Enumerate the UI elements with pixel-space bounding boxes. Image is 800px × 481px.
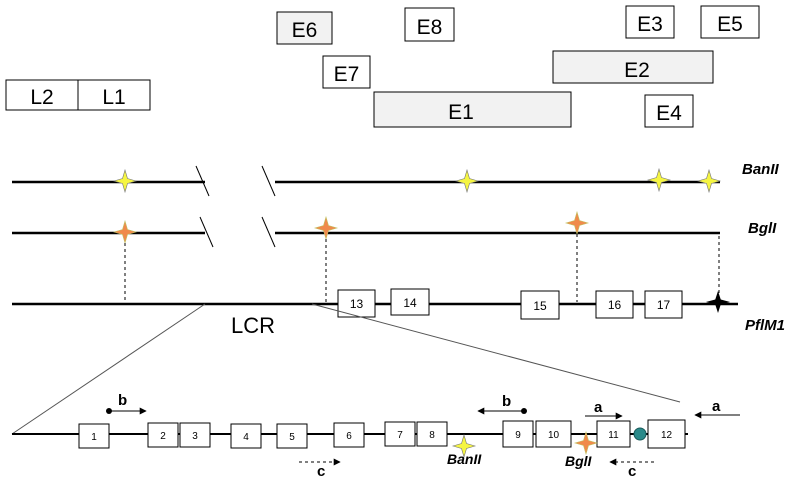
lcr-label: LCR [231, 313, 275, 338]
svg-text:c: c [317, 463, 325, 480]
svg-text:13: 13 [350, 297, 364, 311]
lcr-fragment-4: 4 [230, 423, 262, 449]
lcr-fragment-9: 9 [502, 420, 534, 448]
bglI-site-marker [113, 220, 137, 244]
banII-map-line: BanII [12, 161, 780, 197]
lcr-fragment-7: 7 [384, 421, 416, 447]
inset-bglI-label: BglI [565, 453, 593, 469]
inset-bglI-site-marker [574, 431, 598, 455]
orf-e7: E7 [322, 55, 371, 89]
pfiM1-map-line: 13 14 15 16 17 PflM1 LCR [12, 288, 785, 338]
bglI-site-marker [565, 211, 589, 235]
orf-e6: E6 [276, 11, 333, 45]
svg-text:12: 12 [661, 430, 673, 441]
main-fragment-17: 17 [644, 290, 683, 319]
svg-text:17: 17 [657, 298, 671, 312]
orf-e8-label: E8 [417, 16, 443, 39]
bglI-site-marker [314, 216, 338, 240]
lcr-fragment-1: 1 [78, 423, 110, 449]
banII-site-marker [455, 169, 479, 193]
orf-e6-label: E6 [292, 19, 318, 42]
svg-text:a: a [594, 399, 603, 416]
inset-banII-label: BanII [447, 451, 482, 467]
primer-c-forward: c [299, 458, 341, 480]
pfiM1-site-marker [705, 291, 731, 313]
svg-text:10: 10 [548, 430, 560, 441]
lcr-fragment-8: 8 [416, 421, 448, 447]
lcr-zoom-lines [11, 303, 681, 435]
primer-a-reverse: a [694, 398, 740, 419]
svg-text:1: 1 [91, 432, 97, 443]
svg-text:15: 15 [533, 299, 547, 313]
bglI-map-line: BglI [12, 211, 777, 248]
svg-text:c: c [628, 463, 636, 480]
orf-e4-label: E4 [656, 102, 682, 125]
orf-e4: E4 [644, 94, 694, 128]
lcr-fragment-12: 12 [647, 419, 686, 449]
svg-text:4: 4 [243, 432, 249, 443]
orf-l2: L2 [5, 79, 79, 111]
orf-e7-label: E7 [334, 63, 360, 86]
main-fragment-16: 16 [595, 290, 634, 319]
orf-e5: E5 [700, 5, 760, 39]
svg-text:3: 3 [192, 431, 198, 442]
orf-e1-label: E1 [448, 101, 474, 124]
orf-e3-label: E3 [637, 13, 663, 36]
svg-text:2: 2 [160, 431, 166, 442]
main-fragment-13: 13 [337, 289, 376, 318]
lcr-fragment-5: 5 [276, 423, 308, 449]
orf-l2-label: L2 [30, 86, 53, 109]
lcr-fragment-2: 2 [147, 422, 179, 448]
primer-b-reverse: b [477, 393, 527, 415]
orf-e2-label: E2 [624, 59, 650, 82]
primer-c-reverse: c [609, 458, 654, 480]
dashed-connectors [124, 234, 720, 302]
svg-text:a: a [712, 398, 721, 415]
primer-b-forward: b [106, 392, 147, 415]
svg-text:8: 8 [429, 430, 435, 441]
svg-text:5: 5 [289, 432, 295, 443]
svg-text:b: b [502, 393, 511, 410]
orf-e5-label: E5 [717, 13, 743, 36]
banII-site-marker [697, 169, 721, 193]
svg-text:14: 14 [403, 296, 417, 310]
banII-label: BanII [742, 161, 780, 178]
lcr-fragment-11: 11 [596, 420, 631, 448]
lcr-bead-marker [633, 427, 647, 441]
svg-text:6: 6 [346, 431, 352, 442]
orf-e8: E8 [404, 7, 455, 42]
orf-e3: E3 [625, 5, 675, 39]
lcr-fragment-10: 10 [535, 420, 572, 448]
bglI-label: BglI [748, 220, 777, 237]
svg-text:7: 7 [397, 430, 403, 441]
orf-e2: E2 [552, 50, 714, 84]
primer-a-forward: a [585, 399, 623, 420]
main-fragment-14: 14 [390, 288, 430, 316]
svg-text:16: 16 [608, 298, 622, 312]
orf-l1: L1 [77, 79, 151, 111]
svg-text:b: b [118, 392, 127, 409]
lcr-fragment-6: 6 [333, 422, 365, 448]
pfiM1-label: PflM1 [745, 317, 785, 334]
orf-e1: E1 [373, 91, 572, 128]
lcr-inset-map: 1 2 3 4 5 6 7 8 9 10 11 12 BanII BglI [12, 392, 740, 480]
banII-site-marker [647, 168, 671, 192]
banII-site-marker [113, 169, 137, 193]
svg-text:9: 9 [515, 430, 521, 441]
main-fragment-15: 15 [520, 290, 560, 320]
orf-l1-label: L1 [102, 86, 125, 109]
svg-text:11: 11 [608, 430, 619, 441]
lcr-fragment-3: 3 [179, 422, 211, 448]
